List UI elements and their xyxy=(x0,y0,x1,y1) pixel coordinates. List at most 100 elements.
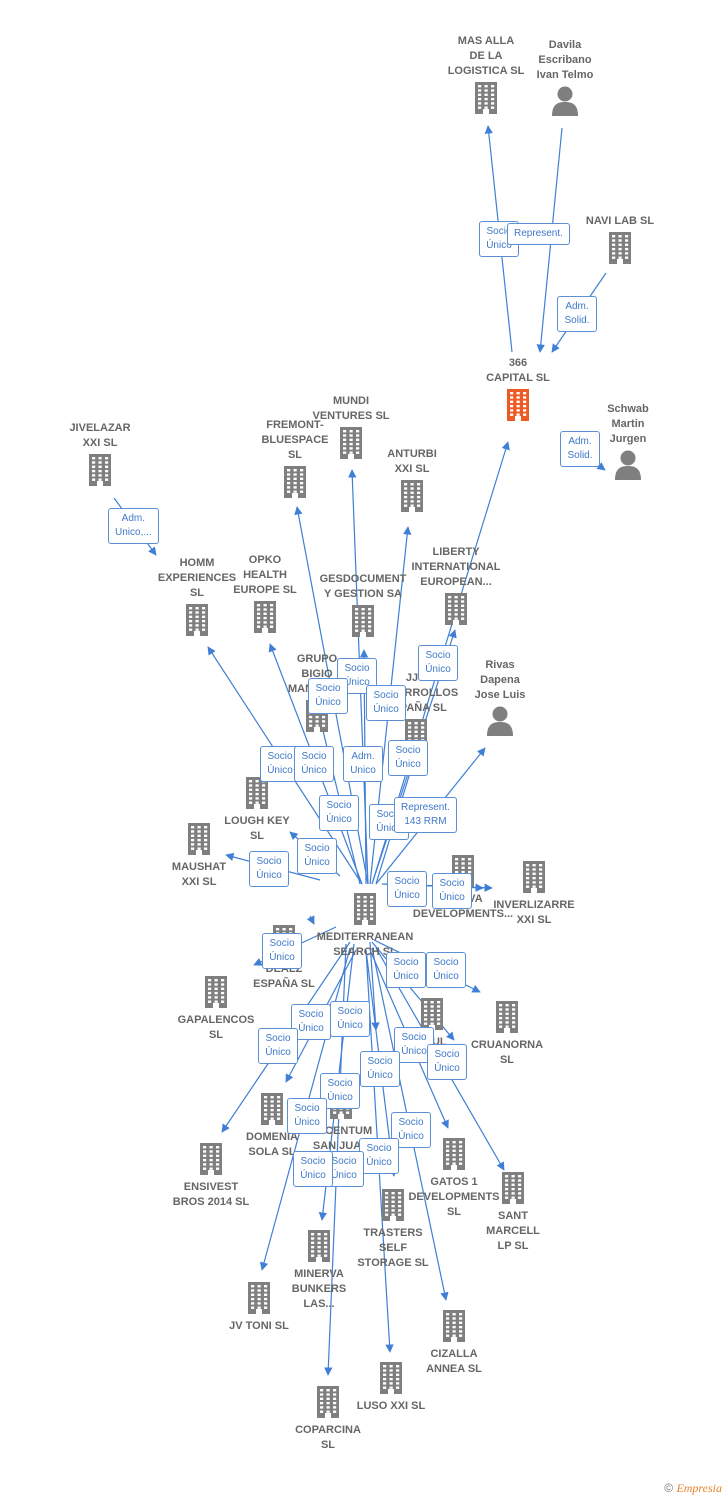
node-label: GAPALENCOS SL xyxy=(177,1014,255,1041)
relation-label[interactable]: Socio Único xyxy=(427,1044,467,1080)
node-jv-toni[interactable]: JV TONI SL xyxy=(199,1279,319,1334)
node-domenia-sola[interactable]: DOMENIA SOLA SL xyxy=(212,1090,332,1160)
building-icon xyxy=(268,1386,388,1423)
node-label: LOUGH KEY SL xyxy=(224,815,290,842)
node-inverlizarre[interactable]: INVERLIZARRE XXI SL xyxy=(474,858,594,928)
node-366-capital[interactable]: 366 CAPITAL SL xyxy=(458,356,578,426)
building-icon xyxy=(396,593,516,630)
node-cruanorna[interactable]: CRUANORNA SL xyxy=(447,998,567,1068)
node-maushat[interactable]: MAUSHAT XXI SL xyxy=(139,820,259,890)
node-label: ANTURBI XXI SL xyxy=(387,448,437,475)
node-label: FREMONT- BLUESPACE SL xyxy=(261,419,329,461)
node-lough-key[interactable]: LOUGH KEY SL xyxy=(197,774,317,844)
edge-23 xyxy=(369,941,380,1031)
node-label: INVERLIZARRE XXI SL xyxy=(493,899,575,926)
node-label: ENSIVEST BROS 2014 SL xyxy=(172,1181,250,1208)
relation-label[interactable]: Socio Único xyxy=(293,1151,333,1187)
node-ensivest-bros[interactable]: ENSIVEST BROS 2014 SL xyxy=(151,1140,271,1210)
relation-label[interactable]: Socio Único xyxy=(260,746,300,782)
node-mas-alla-logistica[interactable]: MAS ALLA DE LA LOGISTICA SL xyxy=(426,34,546,119)
relation-label[interactable]: Adm. Solid. xyxy=(560,431,600,467)
node-label: OPKO HEALTH EUROPE SL xyxy=(233,554,297,596)
node-mundi-ventures[interactable]: MUNDI VENTURES SL xyxy=(291,394,411,464)
relation-label[interactable]: Socio Único xyxy=(287,1098,327,1134)
node-navi-lab[interactable]: NAVI LAB SL xyxy=(560,214,680,269)
relation-label[interactable]: Socio Único xyxy=(432,873,472,909)
building-icon xyxy=(137,604,257,641)
building-icon xyxy=(305,893,425,930)
relation-label[interactable]: Socio Único xyxy=(426,952,466,988)
building-focus-icon xyxy=(458,389,578,426)
edge-34 xyxy=(306,915,315,925)
relation-label[interactable]: Socio Único xyxy=(388,740,428,776)
node-coparcina[interactable]: COPARCINA SL xyxy=(268,1383,388,1453)
footer-credit: © Empresia xyxy=(664,1481,722,1496)
node-cizalla-annea[interactable]: CIZALLA ANNEA SL xyxy=(394,1307,514,1377)
node-gesdocument[interactable]: GESDOCUMENT Y GESTION SA xyxy=(303,572,423,642)
relation-label[interactable]: Socio Único xyxy=(418,645,458,681)
relation-label[interactable]: Socio Único xyxy=(366,685,406,721)
relation-label[interactable]: Represent. xyxy=(507,223,570,245)
relation-label[interactable]: Socio Único xyxy=(249,851,289,887)
building-icon xyxy=(199,1282,319,1319)
building-icon xyxy=(333,1189,453,1226)
node-anturbi[interactable]: ANTURBI XXI SL xyxy=(352,447,472,517)
relation-label[interactable]: Socio Único xyxy=(359,1138,399,1174)
node-label: MINERVA BUNKERS LAS... xyxy=(291,1268,347,1310)
relation-label[interactable]: Socio Único xyxy=(387,871,427,907)
relation-label[interactable]: Represent. 143 RRM xyxy=(394,797,457,833)
relation-label[interactable]: Socio Único xyxy=(262,933,302,969)
building-icon xyxy=(197,777,317,814)
node-davila-escribano[interactable]: Davila Escribano Ivan Telmo xyxy=(505,38,625,121)
relation-label[interactable]: Socio Único xyxy=(386,952,426,988)
node-trasters-self-storage[interactable]: TRASTERS SELF STORAGE SL xyxy=(333,1186,453,1271)
node-fremont-bluespace[interactable]: FREMONT- BLUESPACE SL xyxy=(235,418,355,503)
node-rivas-dapena[interactable]: Rivas Dapena Jose Luis xyxy=(440,658,560,741)
node-opko-health[interactable]: OPKO HEALTH EUROPE SL xyxy=(205,553,325,638)
building-icon xyxy=(394,1138,514,1175)
node-gatos-developments[interactable]: GATOS 1 DEVELOPMENTS SL xyxy=(394,1135,514,1220)
building-icon xyxy=(212,1093,332,1130)
node-label: MUNDI VENTURES SL xyxy=(312,395,390,422)
building-icon xyxy=(303,605,423,642)
node-label: Schwab Martin Jurgen xyxy=(607,403,649,445)
relation-label[interactable]: Adm. Solid. xyxy=(557,296,597,332)
relation-label[interactable]: Socio Único xyxy=(360,1051,400,1087)
node-minerva-bunkers[interactable]: MINERVA BUNKERS LAS... xyxy=(259,1227,379,1312)
building-icon xyxy=(453,1172,573,1209)
node-gapalencos[interactable]: GAPALENCOS SL xyxy=(156,973,276,1043)
node-label: CIZALLA ANNEA SL xyxy=(426,1348,482,1375)
node-label: MAUSHAT XXI SL xyxy=(171,861,227,888)
relation-label[interactable]: Socio Único xyxy=(308,678,348,714)
relation-label[interactable]: Socio Único xyxy=(330,1001,370,1037)
relation-label[interactable]: Adm. Unico xyxy=(343,746,383,782)
building-icon xyxy=(291,427,411,464)
relation-label[interactable]: Adm. Unico,... xyxy=(108,508,159,544)
node-label: HOMM EXPERIENCES SL xyxy=(157,557,237,599)
node-label: CRUANORNA SL xyxy=(470,1039,544,1066)
relation-label[interactable]: Socio Único xyxy=(291,1004,331,1040)
building-icon xyxy=(426,82,546,119)
node-label: TRASTERS SELF STORAGE SL xyxy=(357,1227,429,1269)
node-luso-xxi[interactable]: LUSO XXI SL xyxy=(331,1359,451,1414)
relation-label[interactable]: Socio Único xyxy=(294,746,334,782)
node-schwab-martin[interactable]: Schwab Martin Jurgen xyxy=(568,402,688,485)
relation-label[interactable]: Socio Único xyxy=(258,1028,298,1064)
node-label: JIVELAZAR XXI SL xyxy=(69,422,131,449)
node-homm-experiences[interactable]: HOMM EXPERIENCES SL xyxy=(137,556,257,641)
node-label: DOMENIA SOLA SL xyxy=(246,1131,298,1158)
node-label: MAS ALLA DE LA LOGISTICA SL xyxy=(447,35,525,77)
brand-logo[interactable]: Empresia xyxy=(676,1481,722,1495)
relation-label[interactable]: Socio Único xyxy=(297,838,337,874)
node-label: Rivas Dapena Jose Luis xyxy=(474,659,526,701)
node-label: NAVI LAB SL xyxy=(585,215,655,227)
node-jivelazar[interactable]: JIVELAZAR XXI SL xyxy=(40,421,160,491)
relation-label[interactable]: Socio Único xyxy=(319,795,359,831)
node-label: GESDOCUMENT Y GESTION SA xyxy=(319,573,407,600)
building-icon xyxy=(447,1001,567,1038)
building-icon xyxy=(156,976,276,1013)
node-sant-marcell[interactable]: SANT MARCELL LP SL xyxy=(453,1169,573,1254)
node-liberty-international[interactable]: LIBERTY INTERNATIONAL EUROPEAN... xyxy=(396,545,516,630)
building-icon xyxy=(474,861,594,898)
person-icon xyxy=(505,86,625,121)
